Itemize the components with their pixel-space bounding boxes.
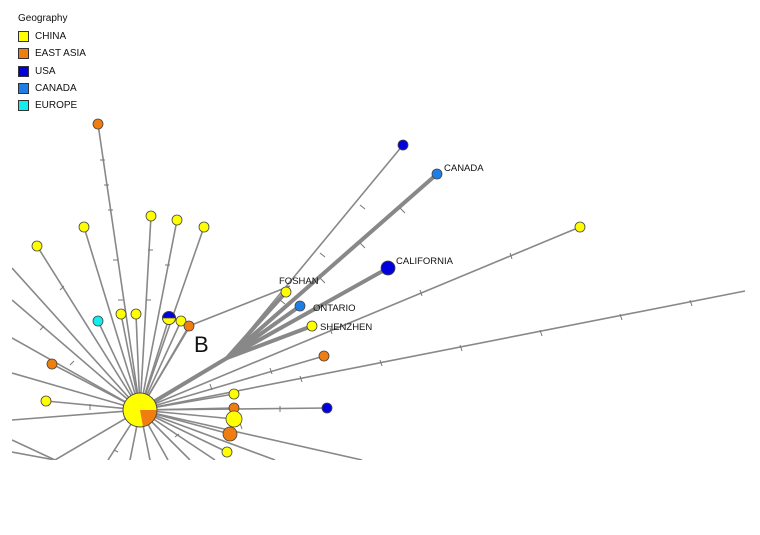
legend-item-usa: USA	[18, 63, 86, 80]
edge	[12, 267, 141, 411]
edge	[226, 266, 389, 360]
edge	[226, 324, 313, 360]
node-east-asia	[318, 350, 330, 362]
legend-swatch	[18, 83, 29, 95]
node-china	[280, 286, 292, 298]
node-china	[40, 395, 52, 407]
edge	[97, 123, 141, 411]
network-nodes	[31, 118, 586, 458]
edge	[225, 304, 302, 360]
edge	[139, 290, 746, 411]
legend-swatch	[18, 31, 29, 43]
legend-swatch	[18, 65, 29, 77]
edge	[12, 372, 141, 411]
edge	[12, 337, 141, 411]
edge	[139, 409, 363, 460]
node-china	[171, 214, 183, 226]
legend-title: Geography	[18, 13, 68, 24]
node-canada	[294, 300, 306, 312]
edge	[139, 409, 276, 460]
node-usa	[380, 260, 396, 276]
edge	[12, 451, 56, 460]
edge	[83, 226, 141, 411]
node-china	[31, 240, 43, 252]
node-china	[221, 446, 233, 458]
node-east-asia	[222, 426, 238, 442]
node-label-foshan: FOSHAN	[279, 276, 319, 287]
legend-item-east-asia: EAST ASIA	[18, 45, 86, 62]
node-usa	[397, 139, 409, 151]
node-east-asia	[46, 358, 58, 370]
legend-label: EUROPE	[35, 100, 78, 112]
node-china	[306, 320, 318, 332]
edge	[139, 355, 325, 411]
edge	[12, 409, 141, 421]
network-edges	[12, 123, 746, 460]
edge	[188, 285, 291, 327]
node-usa	[321, 402, 333, 414]
edge	[139, 219, 178, 411]
node-china	[145, 210, 157, 222]
legend-label: CHINA	[35, 31, 67, 43]
node-china	[228, 388, 240, 400]
edge	[225, 172, 439, 360]
node-label-shenzhen: SHENZHEN	[320, 322, 372, 333]
legend-swatch	[18, 48, 29, 60]
node-label-canada: CANADA	[444, 163, 484, 174]
legend-item-europe: EUROPE	[18, 97, 86, 114]
node-china	[78, 221, 90, 233]
node-china	[115, 308, 127, 320]
edge	[139, 226, 581, 411]
edge	[225, 290, 288, 360]
legend-label: CANADA	[35, 83, 77, 95]
panel-label: B	[194, 332, 209, 357]
node-china-usa	[162, 311, 176, 325]
legend-swatch	[18, 100, 29, 112]
legend-item-china: CHINA	[18, 28, 86, 45]
node-china	[130, 308, 142, 320]
legend-label: EAST ASIA	[35, 48, 86, 60]
node-canada	[431, 168, 443, 180]
edge	[12, 439, 56, 460]
node-europe	[92, 315, 104, 327]
legend-item-canada: CANADA	[18, 80, 86, 97]
legend-label: USA	[35, 65, 56, 77]
node-east-asia	[92, 118, 104, 130]
node-label-california: CALIFORNIA	[396, 256, 454, 267]
edge	[139, 215, 152, 411]
edge	[12, 299, 141, 411]
node-label-ontario: ONTARIO	[313, 303, 356, 314]
edge	[36, 245, 141, 411]
node-china	[198, 221, 210, 233]
legend: Geography CHINA EAST ASIA USA CANADA EUR…	[18, 13, 86, 114]
node-china	[574, 221, 586, 233]
node-east-asia	[183, 320, 195, 332]
hub-node	[122, 392, 158, 428]
node-china	[175, 315, 187, 327]
node-china	[225, 410, 243, 428]
